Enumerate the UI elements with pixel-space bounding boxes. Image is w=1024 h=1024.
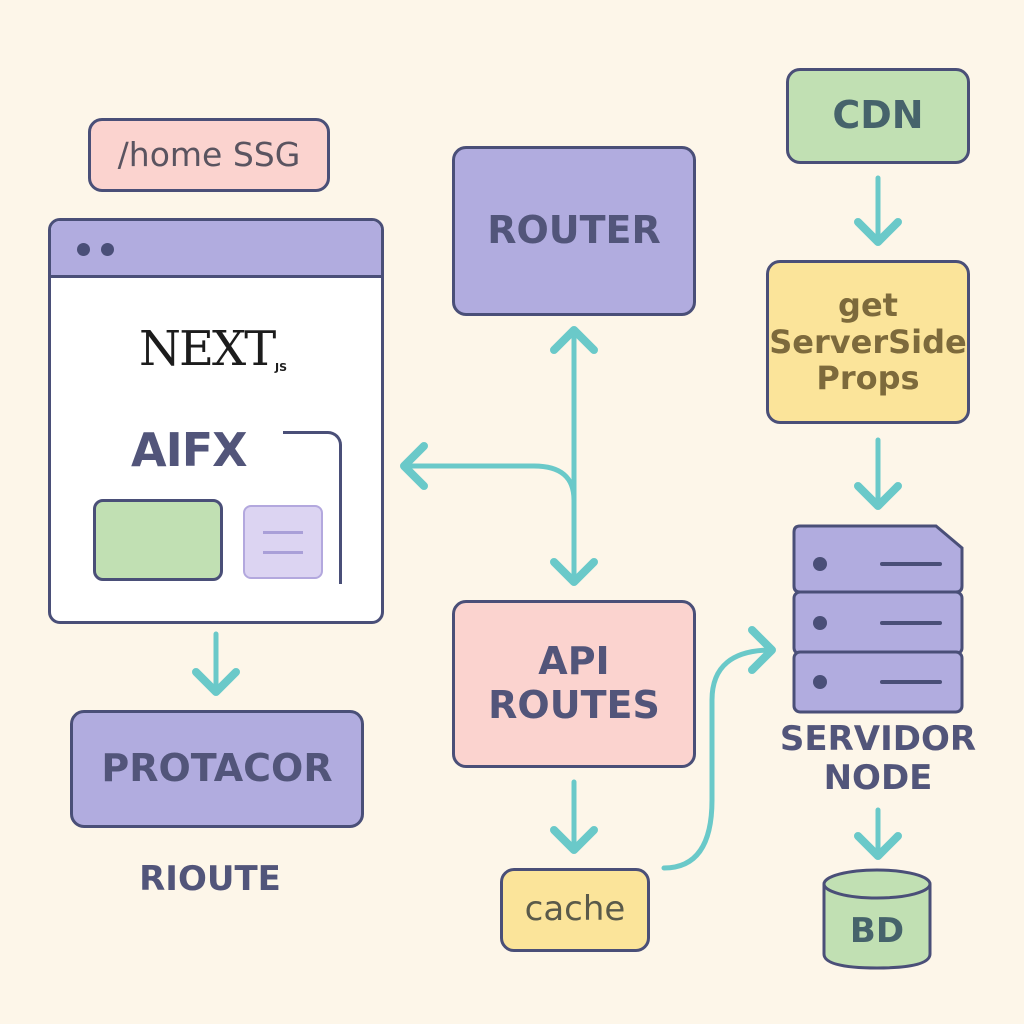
arrow-to-browser <box>400 442 577 503</box>
home-ssg-tag: /home SSG <box>88 118 330 192</box>
nextjs-logo-suffix: JS <box>275 361 288 374</box>
router-box: ROUTER <box>452 146 696 316</box>
cdn-label: CDN <box>832 93 924 138</box>
db-label: BD <box>849 911 905 951</box>
protacor-label: PROTACOR <box>101 746 333 791</box>
nextjs-logo: NEXT <box>139 321 276 377</box>
home-ssg-label: /home SSG <box>117 135 301 175</box>
cache-label: cache <box>524 889 626 930</box>
api-routes-label-line2: ROUTES <box>488 683 660 727</box>
cdn-box: CDN <box>786 68 970 164</box>
server-label-line2: NODE <box>823 758 933 799</box>
server-label-line1: SERVIDOR <box>779 719 977 759</box>
cache-box: cache <box>500 868 650 952</box>
gssp-line1: get <box>838 285 898 324</box>
window-dot-icon <box>101 243 114 256</box>
browser-title-bar <box>51 221 381 278</box>
text-card-icon <box>243 505 323 579</box>
gssp-line3: Props <box>816 359 920 398</box>
api-routes-box: API ROUTES <box>452 600 696 768</box>
content-frame-line <box>283 431 342 584</box>
gssp-line2: ServerSide <box>769 322 967 361</box>
get-server-side-props-box: get ServerSide Props <box>766 260 970 424</box>
browser-window: NEXT JS AIFX <box>48 218 384 624</box>
arrow-cache-server <box>661 626 776 871</box>
server-label: SERVIDOR NODE <box>770 719 986 799</box>
server-stack-icon <box>792 524 964 714</box>
database-icon <box>822 868 932 970</box>
green-card <box>93 499 223 581</box>
window-dot-icon <box>77 243 90 256</box>
router-label: ROUTER <box>487 208 661 253</box>
browser-heading: AIFX <box>131 423 248 477</box>
rioute-label: RIOUTE <box>139 859 281 899</box>
protacor-box: PROTACOR <box>70 710 364 828</box>
api-routes-label-line1: API <box>538 639 610 684</box>
